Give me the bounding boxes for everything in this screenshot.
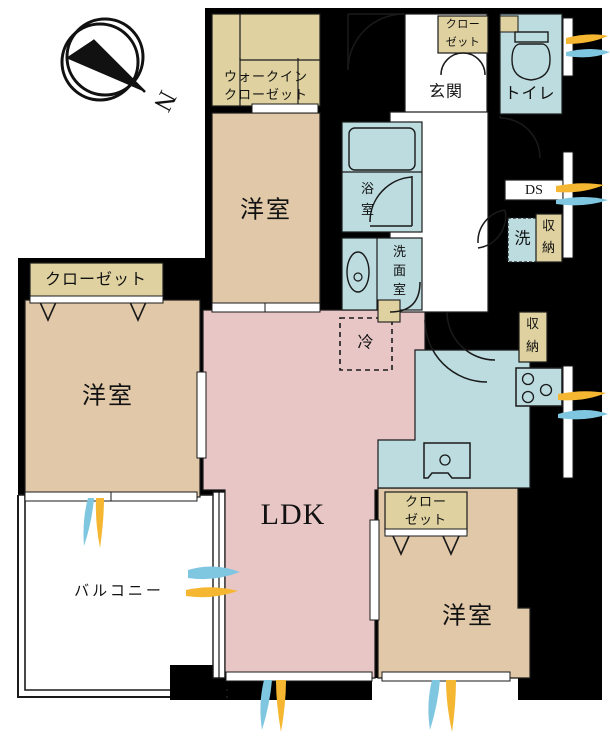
label-bathroom-line2: 室 <box>361 202 375 217</box>
window-marker-orange-kitchen <box>558 391 606 401</box>
label-bedroom-west: 洋室 <box>82 383 134 410</box>
washbasin <box>346 251 370 293</box>
label-ldk: LDK <box>261 498 326 531</box>
room-fill-bedroom-north <box>211 112 321 306</box>
label-closet-west: クローゼット <box>45 271 147 289</box>
door-arc-washroom-2 <box>477 209 507 249</box>
window-marker-blue-kitchen <box>558 410 608 420</box>
label-washing-machine: 洗 <box>514 230 531 248</box>
window-indicators <box>83 34 610 732</box>
door-arc-washroom <box>477 209 506 244</box>
door-arc-ldk-hall <box>424 319 488 383</box>
room-fill-closet-south <box>384 491 468 533</box>
door-arc-washroom-lower <box>389 281 421 313</box>
refrigerator-space-box <box>339 317 393 371</box>
label-entrance: 玄関 <box>429 83 463 101</box>
washing-machine-space <box>507 217 539 263</box>
window-marker-blue-bedroom-south <box>428 680 440 730</box>
label-washroom-char2: 面 <box>393 263 407 278</box>
label-washroom-char3: 室 <box>393 282 407 297</box>
label-storage-lower-char1: 収 <box>526 316 540 331</box>
room-fill-closet-west <box>29 262 164 299</box>
label-bedroom-south: 洋室 <box>442 603 494 630</box>
label-closet-south-line1: クロー <box>405 494 447 509</box>
label-storage-lower-char2: 納 <box>526 339 540 354</box>
label-storage-upper-char1: 収 <box>542 218 556 233</box>
door-arc-entrance-closet-right <box>462 52 486 76</box>
bathtub <box>348 127 416 171</box>
label-closet-south-line2: ゼット <box>405 512 447 527</box>
label-closet-entrance-line1: クロー <box>446 18 481 31</box>
stove-burner-3 <box>521 390 535 404</box>
closet-door-wedges <box>39 301 460 556</box>
toilet-small-shelf <box>499 15 519 33</box>
label-walk-in-closet-line2: クローゼット <box>224 87 308 102</box>
window-marker-blue-bedroom-west <box>83 498 94 546</box>
stove-burner-2 <box>539 383 553 397</box>
window-marker-blue-toilet <box>566 49 610 58</box>
balcony-area <box>17 491 228 698</box>
window-marker-blue-balcony <box>188 566 240 580</box>
label-toilet: トイレ <box>504 86 555 103</box>
door-arc-ldk-hall-2 <box>446 311 496 361</box>
stove-burner-1 <box>521 372 535 386</box>
window-marker-orange-bedroom-west <box>95 498 104 548</box>
label-balcony: バルコニー <box>74 583 164 599</box>
wic-shelf-lines <box>239 14 320 106</box>
window-marker-orange-ldk <box>276 680 286 732</box>
window-marker-blue-ds <box>556 197 608 206</box>
door-arc-entrance <box>347 13 405 71</box>
kitchen-sink-drain <box>439 454 451 466</box>
window-marker-orange-ds <box>556 183 604 193</box>
toilet-bowl <box>511 43 551 81</box>
label-refrigerator: 冷 <box>357 334 374 352</box>
storage-upper-box <box>535 213 563 263</box>
label-washroom-char1: 洗 <box>393 244 407 259</box>
label-walk-in-closet-line1: ウォークイン <box>224 69 308 84</box>
washbasin-drain <box>353 272 363 282</box>
window-marker-orange-balcony <box>186 587 238 598</box>
label-storage-upper-char2: 納 <box>542 240 556 255</box>
storage-lower-box <box>518 311 548 363</box>
window-marker-orange-toilet <box>566 34 608 44</box>
window-marker-blue-ldk <box>260 680 272 730</box>
door-arc-entrance-closet-left <box>440 52 464 76</box>
label-closet-entrance-line2: ゼット <box>446 36 481 49</box>
label-bathroom-line1: 浴 <box>361 181 375 196</box>
toilet-tank <box>514 31 549 43</box>
window-marker-orange-bedroom-south <box>446 680 456 732</box>
door-arc-toilet <box>499 117 541 159</box>
label-duct-space: DS <box>525 183 543 198</box>
door-swings <box>347 13 541 383</box>
label-bedroom-north: 洋室 <box>240 197 292 224</box>
door-arc-bathroom <box>369 176 413 223</box>
